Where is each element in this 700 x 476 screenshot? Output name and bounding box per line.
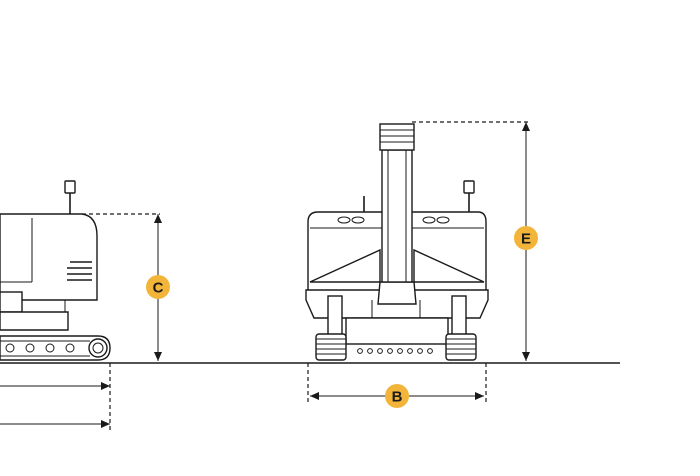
side-view-machine (0, 180, 111, 361)
badge-b: B (385, 384, 409, 408)
badge-e: E (514, 226, 538, 250)
badge-c: C (146, 275, 170, 299)
badge-b-label: B (392, 389, 403, 406)
front-view-machine (305, 123, 489, 361)
badge-e-label: E (521, 231, 531, 248)
badge-c-label: C (153, 280, 164, 297)
